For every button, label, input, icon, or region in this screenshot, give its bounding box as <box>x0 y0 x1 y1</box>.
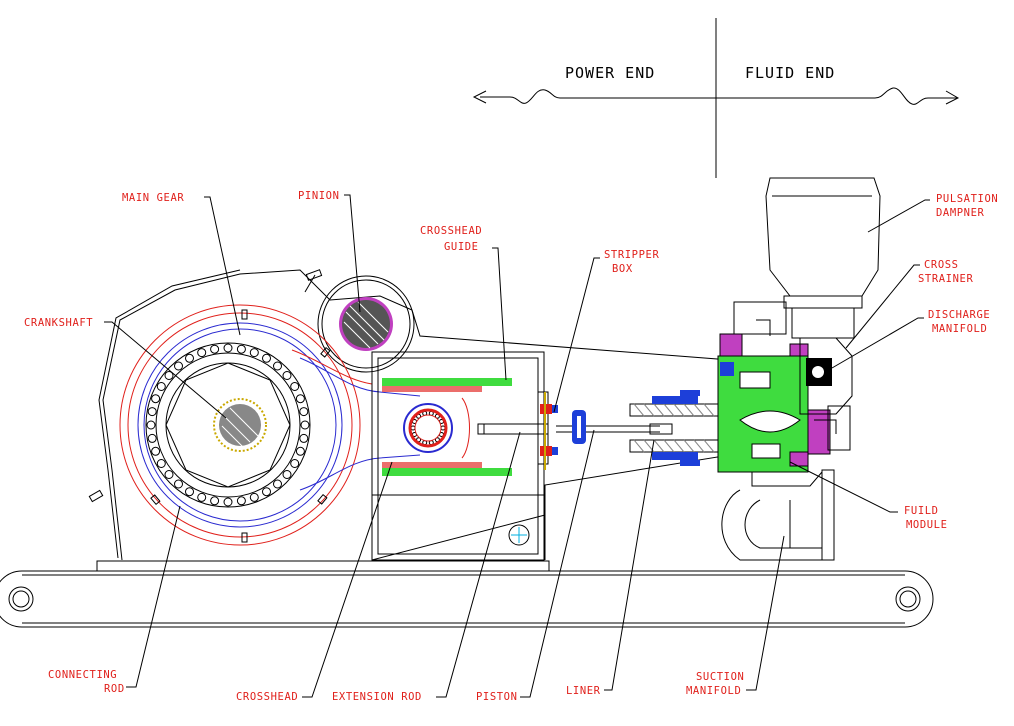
bearing-ball <box>174 479 183 489</box>
bearing-ball <box>156 382 166 391</box>
bearing-ball <box>262 487 271 497</box>
label-cross-strainer-1: CROSS <box>924 259 959 271</box>
bearing-ball <box>156 459 166 468</box>
label-stripper-box-1: STRIPPER <box>604 249 659 261</box>
bearing-ball <box>223 497 233 507</box>
bearing-ball <box>282 470 292 479</box>
bearing-ball <box>236 344 246 354</box>
bearing-ball <box>249 492 259 502</box>
label-connecting-rod-2: ROD <box>104 683 125 695</box>
bearing-ball <box>146 420 156 430</box>
wristpin-bearing-ball <box>410 425 416 431</box>
main-gear <box>119 304 361 546</box>
label-stripper-box-2: BOX <box>612 263 633 275</box>
discharge-manifold <box>799 337 853 415</box>
liner <box>629 390 721 466</box>
label-fuild-module-2: MODULE <box>906 519 948 531</box>
bearing-ball <box>299 407 309 417</box>
label-piston: PISTON <box>476 691 518 703</box>
fluid-module <box>717 301 851 473</box>
bearing-ball <box>210 496 220 506</box>
label-suction-manifold-1: SUCTION <box>696 671 744 683</box>
label-suction-manifold-2: MANIFOLD <box>686 685 741 697</box>
fluid-end-label: FLUID END <box>745 64 835 82</box>
pulsation-dampner <box>765 177 881 339</box>
label-fuild-module-1: FUILD <box>904 505 939 517</box>
bearing-ball <box>185 487 194 497</box>
label-connecting-rod-1: CONNECTING <box>48 669 117 681</box>
bearing-ball <box>273 479 282 489</box>
label-discharge-manifold-2: MANIFOLD <box>932 323 987 335</box>
bearing-ball <box>147 407 157 417</box>
bearing-ball <box>262 353 271 363</box>
label-pulsation-dampner-2: DAMPNER <box>936 207 985 219</box>
label-main-gear: MAIN GEAR <box>122 192 184 204</box>
label-crosshead-guide-1: CROSSHEAD <box>420 225 482 237</box>
piston-assembly <box>556 410 673 444</box>
label-crosshead-guide-2: GUIDE <box>444 241 479 253</box>
end-divider <box>472 18 960 178</box>
label-crankshaft: CRANKSHAFT <box>24 317 93 329</box>
bearing-ball <box>164 470 174 479</box>
bearing-ball <box>197 348 207 358</box>
label-crosshead: CROSSHEAD <box>236 691 298 703</box>
bearing-ball <box>185 353 194 363</box>
power-end-label: POWER END <box>565 64 655 82</box>
bearing-ball <box>236 496 246 506</box>
bearing-ball <box>174 361 183 371</box>
bearing-ball <box>197 492 207 502</box>
bearing-ball <box>295 446 305 456</box>
bearing-ball <box>299 433 309 443</box>
label-pinion: PINION <box>298 190 340 202</box>
crankshaft-bearing <box>146 343 446 507</box>
bearing-ball <box>290 459 300 468</box>
bearing-ball <box>151 446 161 456</box>
label-cross-strainer-2: STRAINER <box>918 273 973 285</box>
bearing-ball <box>282 371 292 380</box>
skid-base <box>0 560 934 628</box>
crosshead-guide-frame <box>371 351 558 561</box>
leader-lines <box>104 194 930 698</box>
label-pulsation-dampner-1: PULSATION <box>936 193 998 205</box>
suction-manifold <box>721 469 835 561</box>
bearing-ball <box>223 343 233 353</box>
bearing-ball <box>151 394 161 404</box>
bearing-ball <box>300 420 310 430</box>
bearing-ball <box>273 361 282 371</box>
label-extension-rod: EXTENSION ROD <box>332 691 422 703</box>
wristpin-bearing-ball <box>440 425 446 431</box>
bearing-ball <box>290 382 300 391</box>
bearing-ball <box>164 371 174 380</box>
bearing-ball <box>249 348 259 358</box>
label-discharge-manifold-1: DISCHARGE <box>928 309 990 321</box>
bearing-ball <box>295 394 305 404</box>
power-end-housing <box>88 269 731 561</box>
label-liner: LINER <box>566 685 601 697</box>
bearing-ball <box>147 433 157 443</box>
bearing-ball <box>210 344 220 354</box>
